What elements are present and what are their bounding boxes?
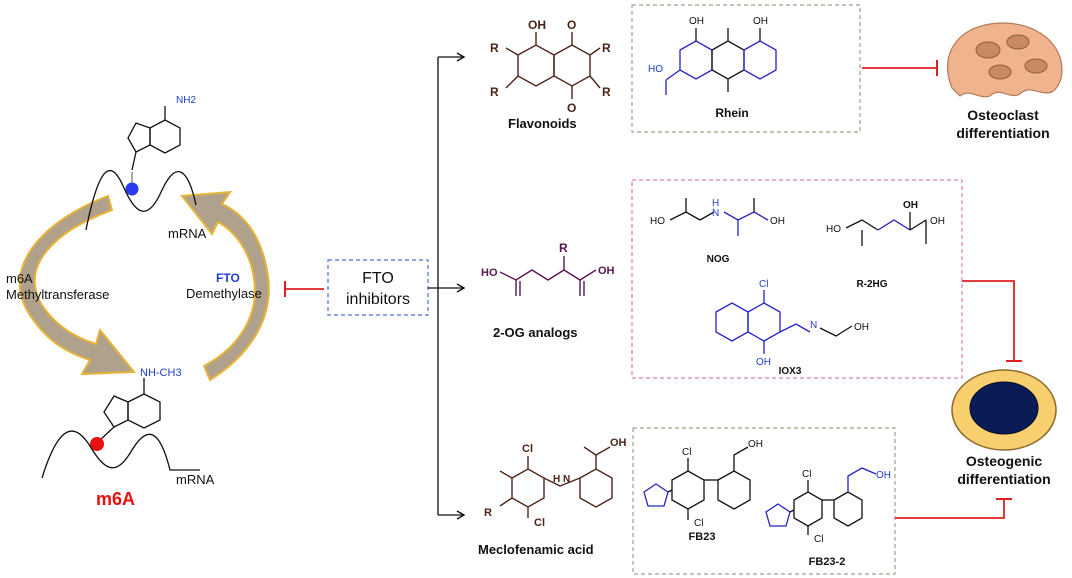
compound-name-r2hg: R-2HG: [856, 279, 887, 290]
rhein-oh-right: OH: [753, 16, 768, 27]
adenine-bottom: NH-CH3: [99, 367, 182, 441]
meclofenamic-nh: H N: [553, 474, 570, 485]
fb23-compounds-box: [632, 427, 896, 575]
flavonoid-scaffold: OH O O R R R R: [490, 18, 611, 115]
adenine-top: NH2: [127, 95, 196, 186]
compound-name-rhein: Rhein: [715, 106, 748, 120]
iox3-oh-acid: OH: [854, 322, 869, 333]
compound-name-fb23-2: FB23-2: [809, 556, 846, 568]
osteogenic-label-line2: differentiation: [957, 471, 1050, 487]
methyltransferase-label-line2: Methyltransferase: [6, 287, 109, 302]
meclofenamic-r: R: [484, 507, 492, 519]
fto-inhibition-arrow: [284, 281, 324, 297]
two-og-r: R: [559, 241, 568, 255]
nog-structure: N H HO OH: [650, 198, 785, 236]
class-name-meclofenamic-acid: Meclofenamic acid: [478, 542, 594, 557]
osteoclast-inhibition-arrow: [862, 60, 938, 76]
nh2-group: NH2: [176, 95, 196, 106]
fb23-2-cl-bottom: Cl: [814, 534, 823, 545]
iox3-structure: Cl OH N OH: [715, 279, 869, 368]
compound-name-fb23: FB23: [689, 531, 716, 543]
r2hg-ho: HO: [826, 224, 841, 235]
osteogenic-cell: [951, 369, 1057, 451]
rhein-ho: HO: [648, 64, 663, 75]
demethylase-arrow: [180, 190, 270, 382]
rhein-structure: OH OH HO: [648, 16, 777, 95]
r2hg-oh-top: OH: [903, 200, 918, 211]
osteoclast-label-line2: differentiation: [956, 125, 1049, 141]
fto-enzyme-label: FTO: [216, 271, 240, 285]
fb23-cl-bottom: Cl: [694, 518, 703, 529]
mrna-strand-bottom: [41, 430, 200, 479]
fto-inhibitors-line2: inhibitors: [346, 291, 410, 308]
adenosine-dot: [125, 182, 139, 196]
two-og-compounds-box: [631, 179, 963, 379]
meclofenamic-oh: OH: [610, 437, 627, 449]
iox3-cl: Cl: [759, 279, 768, 290]
fb23-2-structure: Cl Cl OH: [765, 467, 891, 545]
methyltransferase-arrow: [18, 194, 137, 376]
fb23-cl-top: Cl: [682, 447, 691, 458]
meclofenamic-cl-top: Cl: [522, 443, 533, 455]
mrna-label-bottom: mRNA: [176, 472, 215, 487]
fto-inhibitors-line1: FTO: [362, 270, 394, 287]
methyl-adenosine-dot: [90, 437, 104, 451]
nog-n: N: [712, 208, 719, 219]
mrna-label-top: mRNA: [168, 226, 207, 241]
fb23-structure: Cl Cl OH: [643, 439, 763, 529]
rhein-oh-left: OH: [689, 16, 704, 27]
fb23-2-cl-top: Cl: [802, 469, 811, 480]
demethylase-label: Demethylase: [186, 286, 262, 301]
compound-name-iox3: IOX3: [779, 366, 802, 377]
osteogenic-label-line1: Osteogenic: [966, 453, 1042, 469]
r2hg-oh: OH: [930, 216, 945, 227]
rhein-box: [631, 4, 861, 133]
class-name-2og-analogs: 2-OG analogs: [493, 325, 578, 340]
meclofenamic-cl-bottom: Cl: [534, 517, 545, 529]
fb23-2-oh: OH: [876, 470, 891, 481]
two-og-scaffold: R HO OH: [481, 241, 615, 296]
two-og-oh: OH: [598, 265, 615, 277]
iox3-n: N: [810, 320, 817, 331]
nog-h: H: [712, 198, 719, 209]
osteoclast-label-line1: Osteoclast: [967, 107, 1039, 123]
nog-oh: OH: [770, 216, 785, 227]
class-name-flavonoids: Flavonoids: [508, 116, 577, 131]
r2hg-structure: OH HO OH: [826, 200, 945, 246]
two-og-ho: HO: [481, 267, 498, 279]
flavonoid-o-top: O: [567, 18, 576, 32]
flavonoid-r3: R: [602, 41, 611, 55]
methyltransferase-label-line1: m6A: [6, 271, 33, 286]
osteogenic-inhibition-arrow-top: [962, 280, 1022, 362]
flavonoid-r1: R: [490, 41, 499, 55]
osteogenic-inhibition-arrow-bottom: [895, 498, 1012, 519]
flavonoid-o-bottom: O: [567, 101, 576, 115]
m6a-title: m6A: [96, 489, 135, 509]
mrna-strand-top: [85, 169, 197, 231]
meclofenamic-scaffold: H N Cl Cl R OH: [484, 437, 627, 529]
compound-name-nog: NOG: [707, 254, 730, 265]
fb23-oh: OH: [748, 439, 763, 450]
flavonoid-oh: OH: [528, 18, 546, 32]
nh-ch3-group: NH-CH3: [140, 367, 182, 379]
branch-arrows: [428, 52, 466, 520]
nog-ho: HO: [650, 216, 665, 227]
flavonoid-r2: R: [490, 85, 499, 99]
flavonoid-r4: R: [602, 85, 611, 99]
osteoclast-cell: [946, 22, 1063, 98]
iox3-oh: OH: [756, 357, 771, 368]
m6a-cycle: NH2 mRNA m6A Methyltransferase FTO Demet…: [6, 95, 270, 509]
